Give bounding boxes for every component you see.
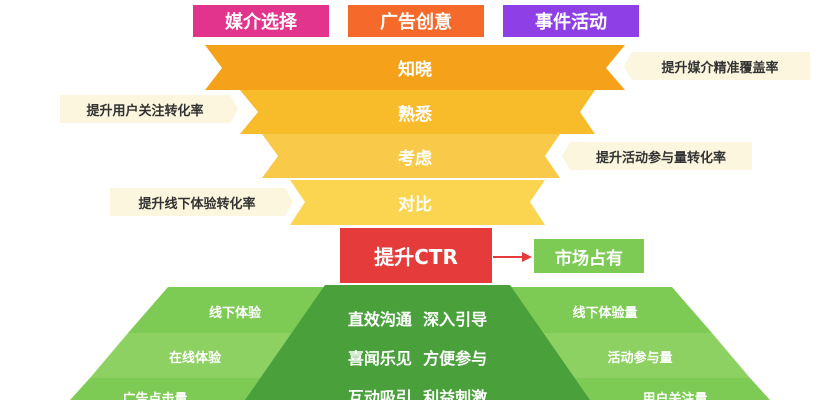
- tag-media-selection: 媒介选择: [193, 5, 329, 37]
- funnel-label-familiarity: 熟悉: [398, 104, 432, 125]
- pyramid-left-label-1: 线下体验: [208, 305, 261, 321]
- pyramid-right-label-3: 用户关注量: [642, 391, 708, 407]
- funnel-label-awareness: 知晓: [398, 60, 432, 80]
- market-arrow-head: [522, 252, 532, 262]
- ctr-box: 提升CTR: [340, 228, 492, 283]
- funnel-band-3: [262, 134, 560, 178]
- side-note-activity-participation: 提升活动参与量转化率: [595, 150, 726, 166]
- note-arrow-1: [624, 52, 810, 80]
- pyramid-right-label-1: 线下体验量: [572, 305, 638, 321]
- note-arrow-4: [110, 188, 293, 216]
- funnel-diagram: [60, 45, 810, 400]
- side-note-media-coverage: 提升媒介精准覆盖率: [661, 60, 779, 76]
- pyramid-center-label-2: 喜闻乐见 方便参与: [347, 349, 488, 368]
- funnel-band-1: [205, 45, 625, 90]
- funnel-band-4: [290, 180, 545, 225]
- pyramid-left-label-3: 广告点击量: [122, 391, 188, 407]
- tag-event-activity: 事件活动: [503, 5, 639, 37]
- pyramid-left-label-2: 在线体验: [168, 350, 221, 366]
- side-note-user-attention: 提升用户关注转化率: [86, 103, 204, 119]
- pyramid-left-row-2: [90, 333, 325, 378]
- pyramid-center-label-1: 直效沟通 深入引导: [347, 310, 488, 329]
- funnel-label-consideration: 考虑: [398, 148, 432, 169]
- pyramid-left-row-1: [128, 287, 325, 333]
- pyramid-center-label-3: 互动吸引 利益刺激: [347, 388, 488, 407]
- pyramid-right-row-2: [510, 333, 750, 378]
- note-arrow-3: [562, 142, 752, 170]
- tag-ad-creative: 广告创意: [348, 5, 484, 37]
- funnel-label-comparison: 对比: [398, 195, 432, 215]
- pyramid-right-row-1: [510, 287, 712, 333]
- side-note-offline-experience: 提升线下体验转化率: [138, 196, 256, 212]
- pyramid-center: [245, 285, 590, 400]
- note-arrow-2: [60, 95, 238, 123]
- funnel-band-2: [240, 90, 595, 134]
- pyramid-right-label-2: 活动参与量: [607, 350, 673, 366]
- market-share-box: 市场占有: [534, 239, 644, 273]
